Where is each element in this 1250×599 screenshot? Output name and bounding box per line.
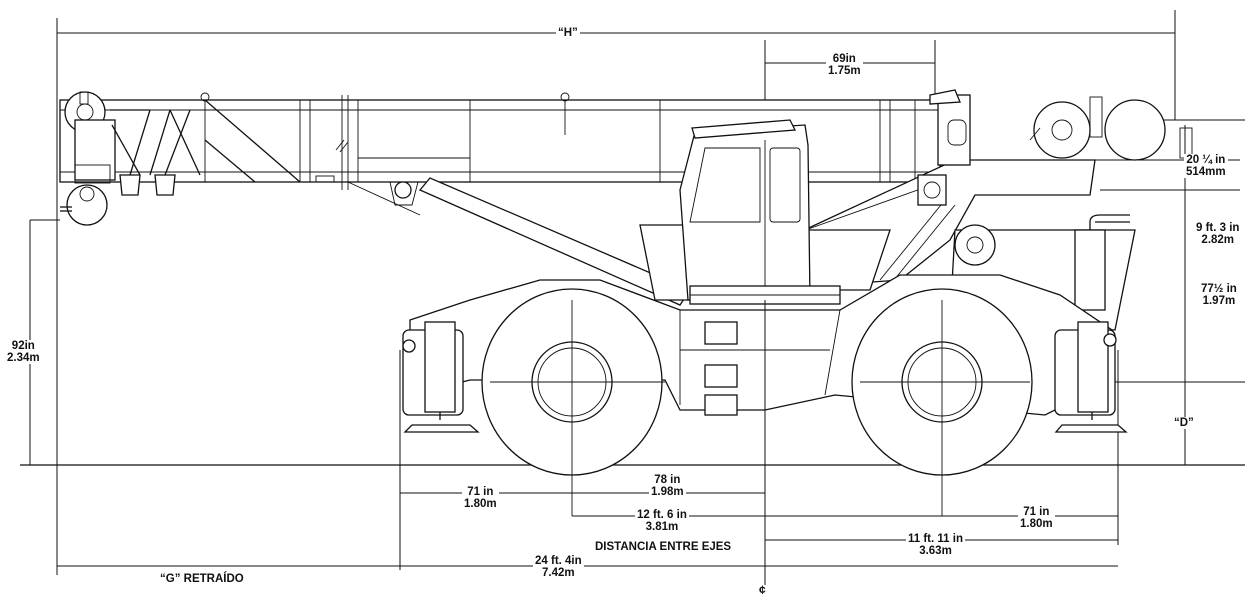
dim-outrigger-d: “D” <box>1172 417 1196 429</box>
boom-head <box>60 91 201 226</box>
dim-overall-length: 24 ft. 4in 7.42m <box>533 555 584 579</box>
dim-overall-height-h: “H” <box>556 27 580 39</box>
dim-wheelbase-label: DISTANCIA ENTRE EJES <box>593 541 734 553</box>
dim-cab-top-height: 9 ft. 3 in 2.82m <box>1194 222 1242 246</box>
dim-g-retracted: “G” RETRAÍDO <box>158 573 246 585</box>
operator-cab <box>639 119 891 305</box>
dim-wheelbase: 12 ft. 6 in 3.81m <box>635 509 689 533</box>
dim-deck-height: 77½ in 1.97m <box>1199 283 1239 307</box>
front-outrigger <box>402 321 480 433</box>
ground-and-extension-lines <box>20 10 1245 575</box>
centerline-symbol: ¢ <box>759 583 766 597</box>
rear-outrigger <box>1054 321 1128 433</box>
dim-center-to-rear-axle: 78 in 1.98m <box>649 474 686 498</box>
dim-cab-offset: 69in 1.75m <box>826 53 863 77</box>
dim-boom-tip-height: 92in 2.34m <box>5 340 42 364</box>
front-wheel <box>481 288 665 516</box>
dim-boom-pivot: 20 ¼ in 514mm <box>1184 154 1228 178</box>
dim-front-overhang: 71 in 1.80m <box>462 486 499 510</box>
dim-rear-overhang: 71 in 1.80m <box>1018 506 1055 530</box>
dim-rotation-to-rear: 11 ft. 11 in 3.63m <box>906 533 965 557</box>
rear-wheel <box>851 288 1033 516</box>
dimension-lines <box>57 32 1175 567</box>
